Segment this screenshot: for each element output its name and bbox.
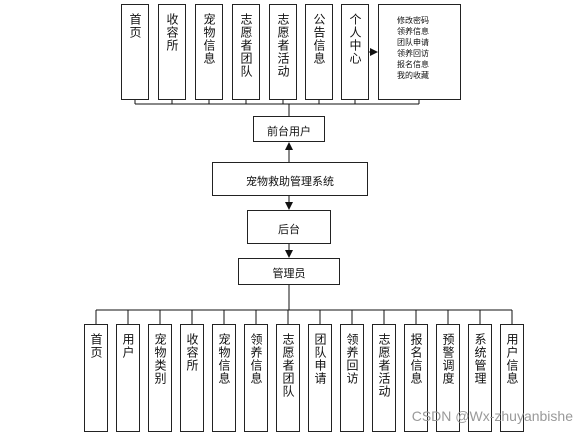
backend-module-label: 志愿者活动 xyxy=(377,333,391,398)
backend-module-label: 宠物信息 xyxy=(217,333,231,385)
backend-module-label: 用户 xyxy=(121,333,135,359)
backend-module-2: 宠物类别 xyxy=(148,324,172,432)
backend-module-label: 报名信息 xyxy=(409,333,423,385)
backend-module-13: 用户信息 xyxy=(500,324,524,432)
backend-node: 后台 xyxy=(247,210,331,244)
frontend-module-label: 收容所 xyxy=(165,13,179,52)
backend-module-6: 志愿者团队 xyxy=(276,324,300,432)
frontend-module-2: 宠物信息 xyxy=(195,4,223,100)
backend-label: 后台 xyxy=(278,223,300,236)
watermark: CSDN @Wx-zhuyanbishe xyxy=(411,408,573,424)
backend-module-9: 志愿者活动 xyxy=(372,324,396,432)
frontend-module-3: 志愿者团队 xyxy=(232,4,260,100)
frontend-user-node: 前台用户 xyxy=(253,116,325,142)
frontend-module-1: 收容所 xyxy=(158,4,186,100)
backend-module-7: 团队申请 xyxy=(308,324,332,432)
backend-module-label: 志愿者团队 xyxy=(281,333,295,398)
backend-module-label: 用户信息 xyxy=(505,333,519,385)
backend-module-12: 系统管理 xyxy=(468,324,492,432)
personal-center-details-text: 修改密码 领养信息 团队申请 领养回访 报名信息 我的收藏 xyxy=(397,16,429,80)
backend-module-label: 领养信息 xyxy=(249,333,263,385)
frontend-module-label: 公告信息 xyxy=(312,13,326,65)
frontend-module-label: 宠物信息 xyxy=(202,13,216,65)
frontend-module-5: 公告信息 xyxy=(305,4,333,100)
frontend-module-4: 志愿者活动 xyxy=(269,4,297,100)
system-node: 宠物救助管理系统 xyxy=(212,162,368,196)
backend-module-4: 宠物信息 xyxy=(212,324,236,432)
personal-center-details-box: 修改密码 领养信息 团队申请 领养回访 报名信息 我的收藏 xyxy=(378,4,461,100)
frontend-user-label: 前台用户 xyxy=(267,125,311,138)
frontend-module-label: 个人中心 xyxy=(348,13,362,65)
backend-module-label: 领养回访 xyxy=(345,333,359,385)
backend-module-1: 用户 xyxy=(116,324,140,432)
backend-module-8: 领养回访 xyxy=(340,324,364,432)
backend-module-0: 首页 xyxy=(84,324,108,432)
backend-module-label: 宠物类别 xyxy=(153,333,167,385)
frontend-module-6: 个人中心 xyxy=(341,4,369,100)
backend-module-label: 系统管理 xyxy=(473,333,487,385)
system-name-label: 宠物救助管理系统 xyxy=(246,175,334,188)
frontend-module-0: 首页 xyxy=(121,4,149,100)
frontend-module-label: 首页 xyxy=(128,13,142,39)
frontend-module-label: 志愿者团队 xyxy=(239,13,253,78)
admin-node: 管理员 xyxy=(238,258,340,285)
backend-module-label: 团队申请 xyxy=(313,333,327,385)
backend-module-11: 预警调度 xyxy=(436,324,460,432)
backend-module-label: 收容所 xyxy=(185,333,199,372)
backend-module-label: 首页 xyxy=(89,333,103,359)
admin-label: 管理员 xyxy=(272,267,306,280)
backend-module-3: 收容所 xyxy=(180,324,204,432)
frontend-module-label: 志愿者活动 xyxy=(276,13,290,78)
backend-module-label: 预警调度 xyxy=(441,333,455,385)
backend-module-10: 报名信息 xyxy=(404,324,428,432)
backend-module-5: 领养信息 xyxy=(244,324,268,432)
